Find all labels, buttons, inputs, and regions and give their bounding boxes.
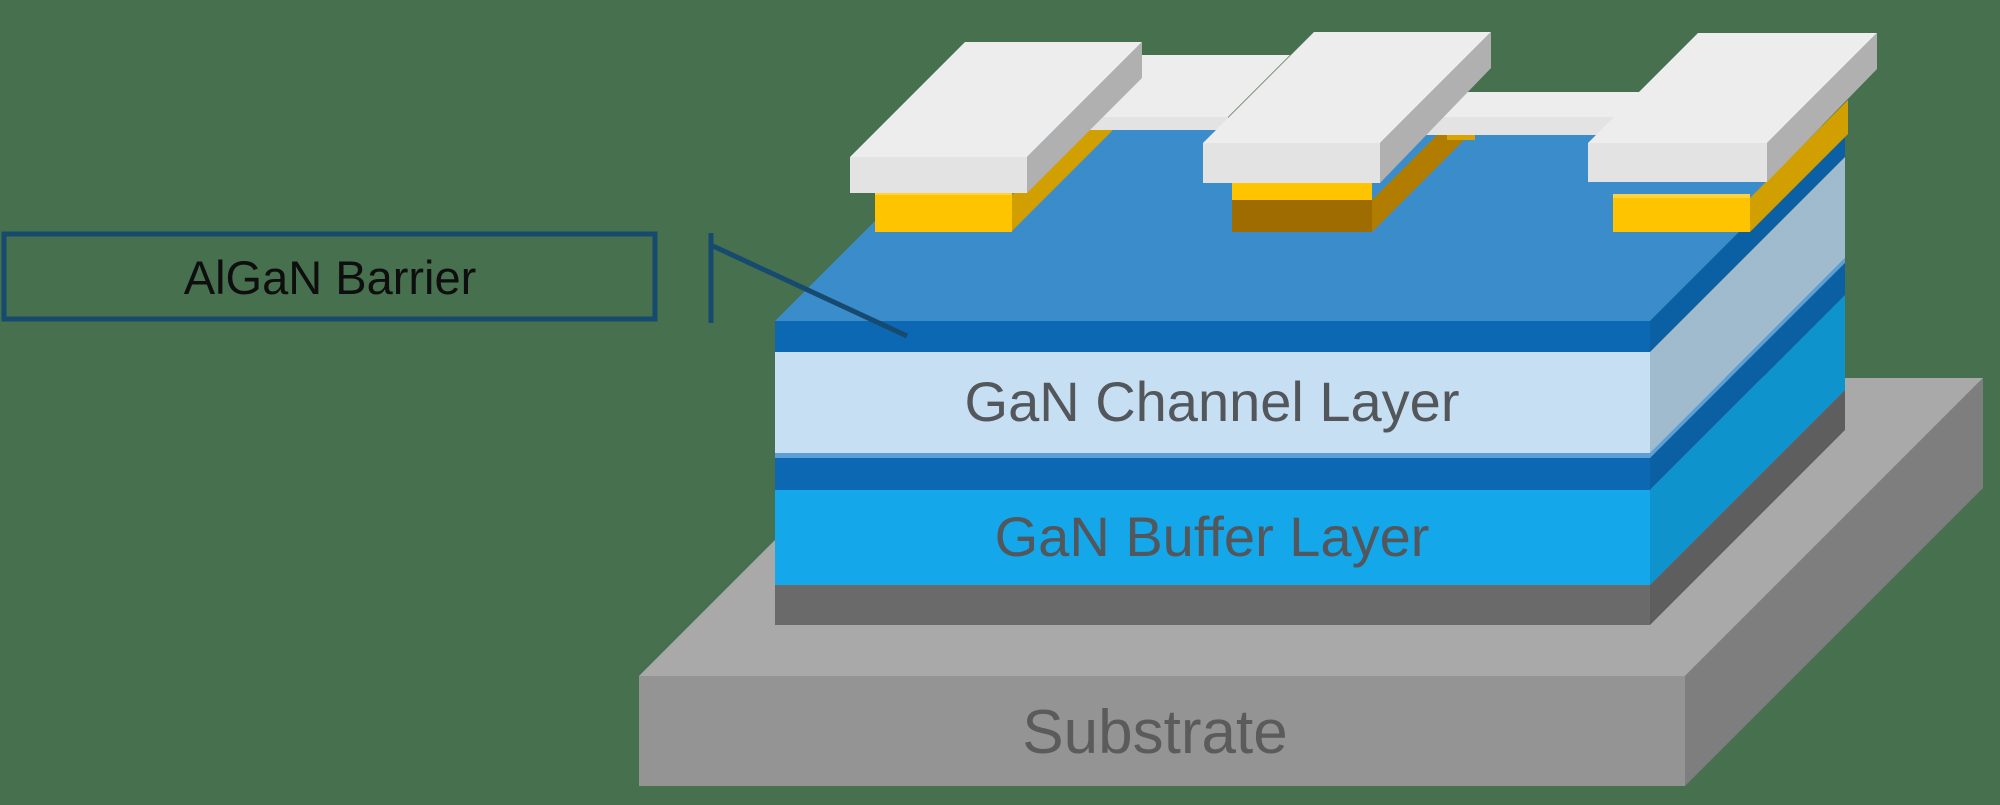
buffer-side-face	[1650, 295, 1845, 585]
source-electrode-front	[850, 157, 1027, 193]
barrier-callout-label: AlGaN Barrier	[184, 251, 477, 304]
channel-label: GaN Channel Layer	[965, 370, 1460, 433]
channel-edge-line	[775, 453, 1650, 458]
right-arm-gold-sliver	[1447, 135, 1475, 140]
gate-electrode-top	[1203, 32, 1491, 143]
channel-side-face	[1650, 157, 1845, 453]
gate-pad-top	[1232, 183, 1372, 200]
buffer-label: GaN Buffer Layer	[995, 505, 1430, 568]
source-electrode-top	[850, 42, 1142, 157]
source-pad-front	[875, 195, 1012, 232]
left-arm-front	[1075, 117, 1228, 130]
base-side-face	[1650, 390, 1845, 625]
interlayer-front-face	[775, 458, 1650, 490]
drain-pad-front	[1613, 198, 1750, 232]
substrate-label: Substrate	[1022, 698, 1287, 767]
source-electrode-side	[1027, 42, 1142, 193]
gate-electrode-side	[1380, 32, 1491, 183]
gate-pad-side	[1372, 107, 1465, 232]
channel-front-face	[775, 352, 1650, 453]
drain-electrode-front	[1588, 143, 1767, 182]
callout-leader-line	[711, 243, 909, 339]
drain-electrode-side	[1767, 33, 1877, 182]
gate-pad-front	[1232, 200, 1372, 232]
interlayer-side-face	[1650, 263, 1845, 490]
substrate-front-face	[639, 676, 1685, 786]
drain-electrode-top	[1588, 33, 1877, 143]
substrate-side-face	[1685, 378, 1983, 786]
drain-pad-top	[1613, 194, 1750, 198]
channel-edge-side	[1650, 258, 1845, 458]
barrier-callout-box	[1, 231, 658, 322]
gate-electrode-front	[1203, 143, 1380, 183]
right-arm-top	[1407, 92, 1685, 117]
barrier-front-face	[775, 321, 1650, 352]
right-arm-front	[1407, 117, 1660, 135]
base-front-face	[775, 585, 1650, 625]
drain-pad-side	[1750, 100, 1848, 232]
buffer-front-face	[775, 490, 1650, 585]
